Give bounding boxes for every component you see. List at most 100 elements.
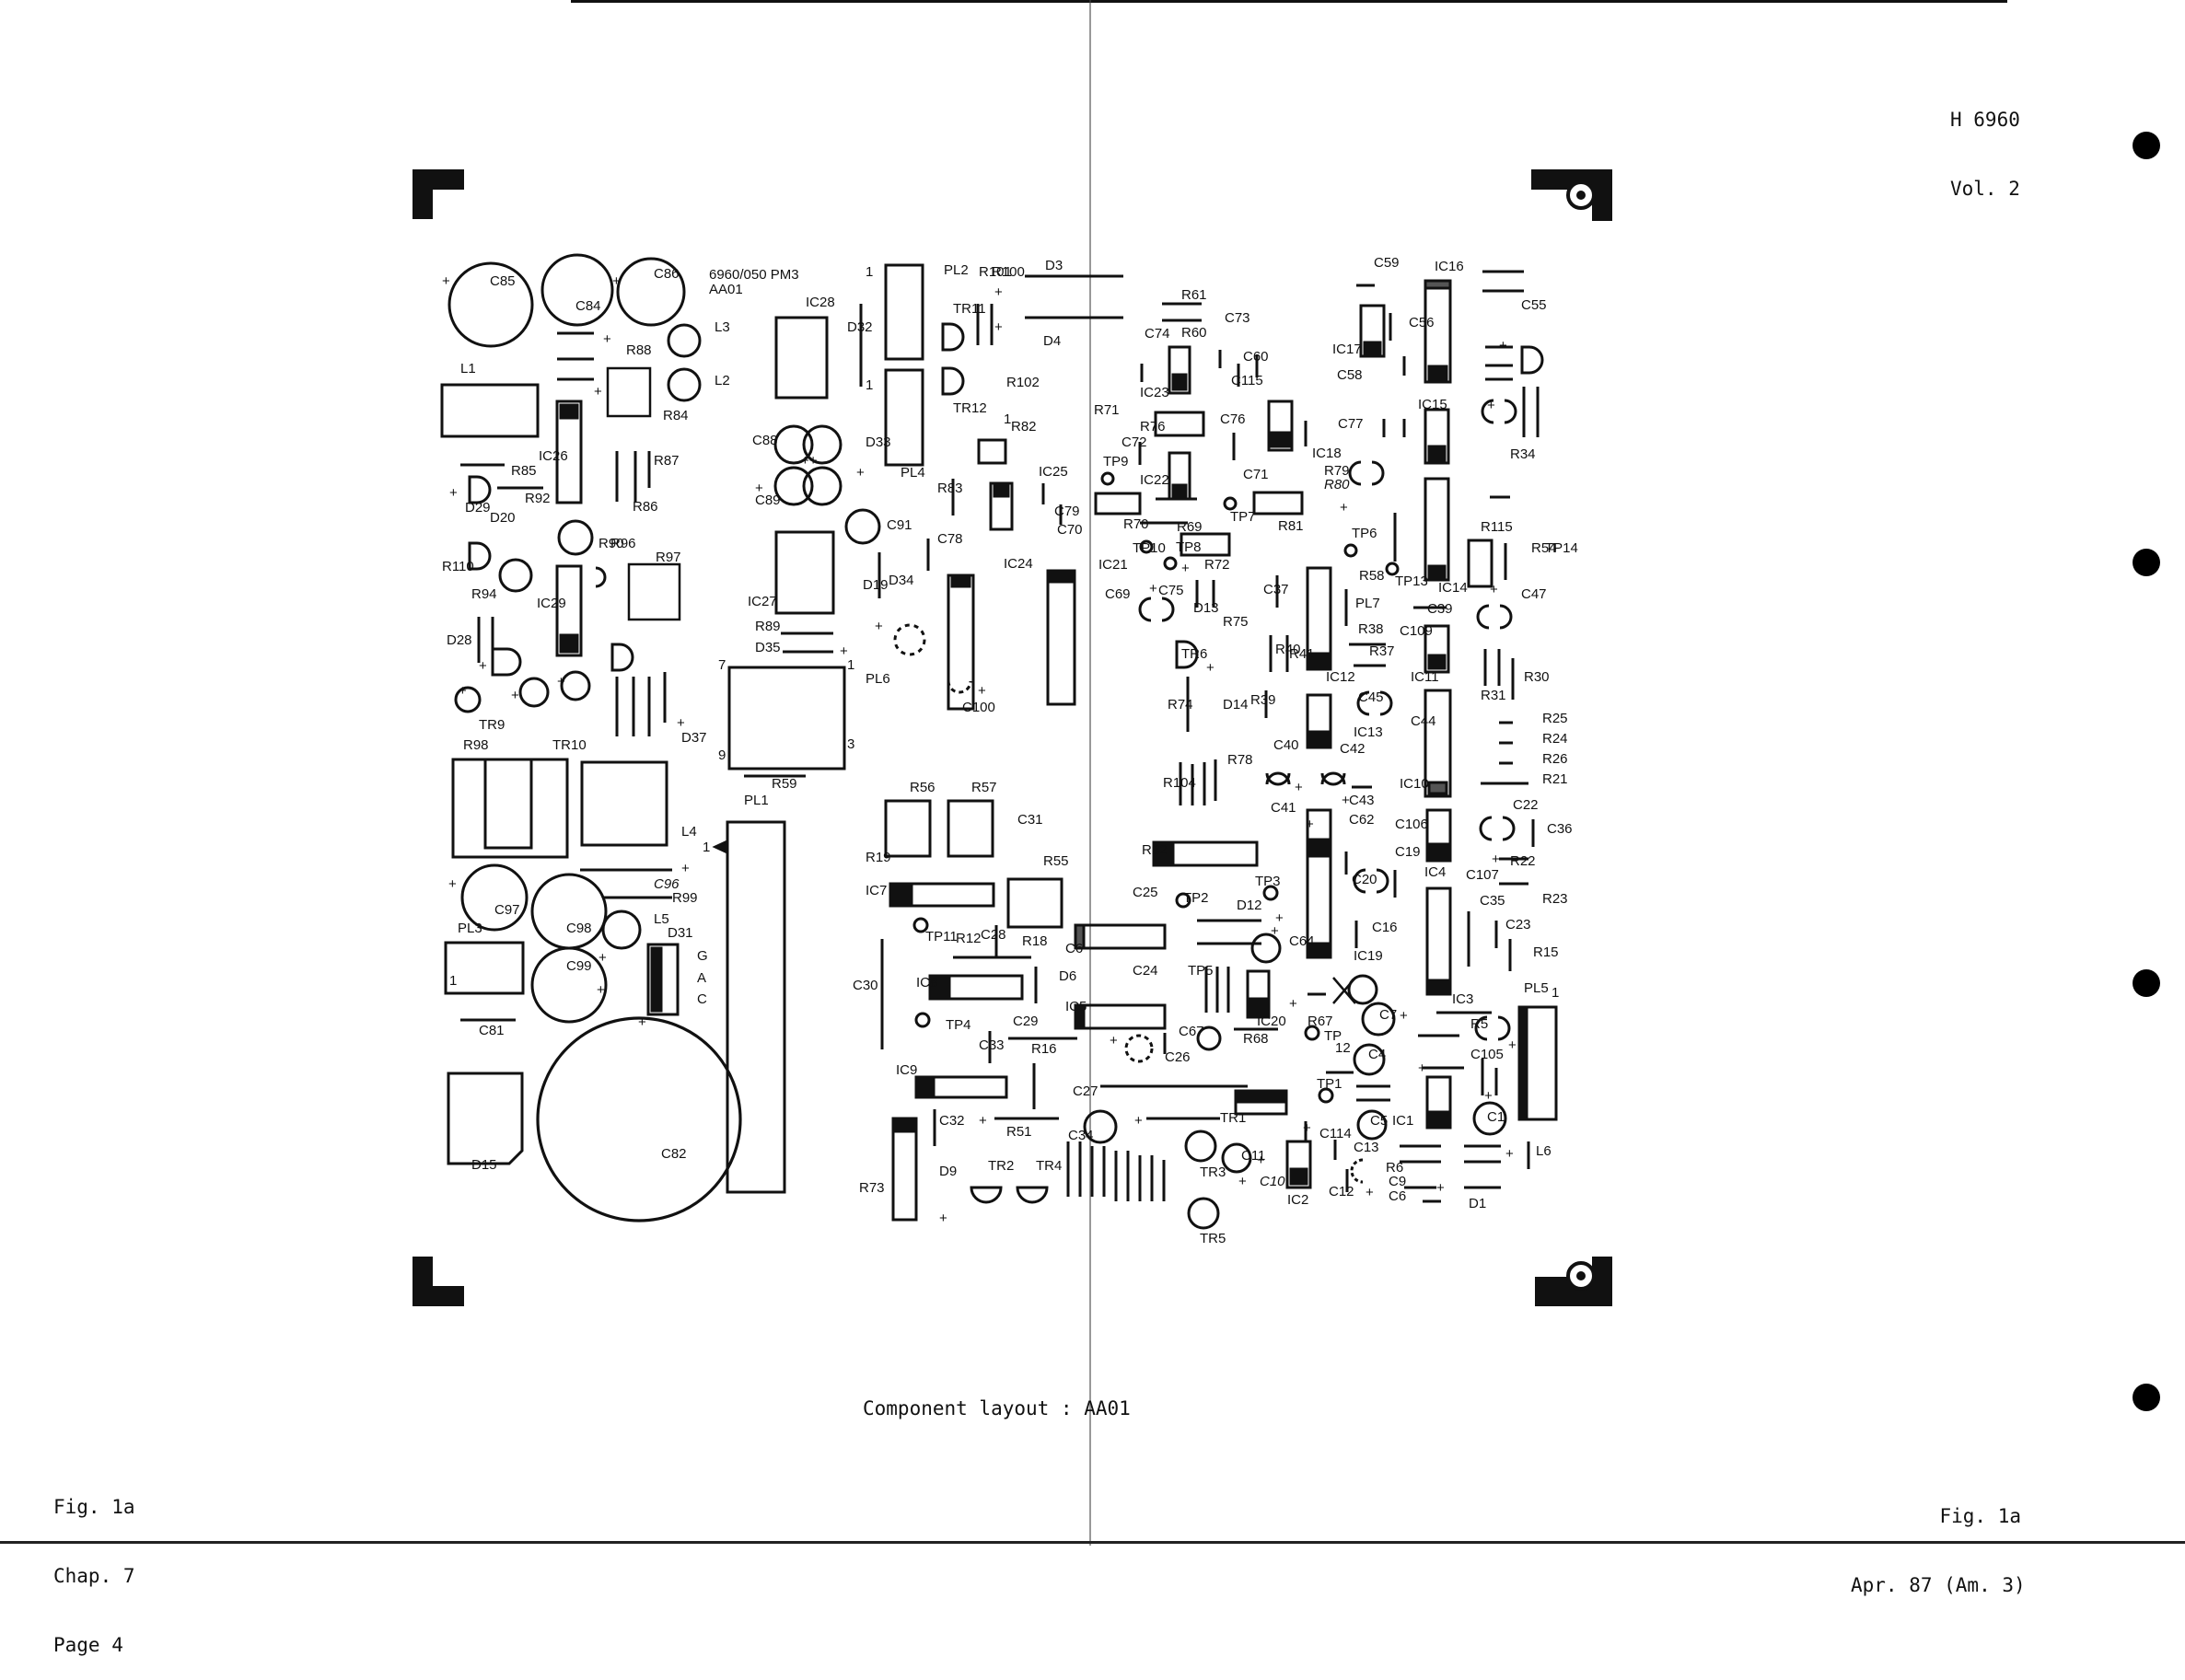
component-label-r26: R26 bbox=[1542, 751, 1568, 767]
component-label-c75: C75 bbox=[1158, 583, 1184, 598]
component-label-c6: C6 bbox=[1389, 1188, 1406, 1204]
component-label-c71: C71 bbox=[1243, 467, 1269, 482]
component-label-c20: C20 bbox=[1352, 872, 1377, 887]
component-label-ic14: IC14 bbox=[1438, 580, 1468, 596]
component-label-d4: D4 bbox=[1043, 333, 1061, 349]
component-label-c89: C89 bbox=[755, 492, 781, 508]
registration-mark-bottom-left bbox=[413, 1257, 464, 1306]
component-label-r86: R86 bbox=[633, 499, 658, 515]
component-label-ic25: IC25 bbox=[1039, 464, 1068, 480]
svg-text:++: ++ bbox=[801, 453, 818, 469]
footer-right: Fig. 1a Apr. 87 (Am. 3) bbox=[1851, 1459, 2026, 1620]
component-label-r73: R73 bbox=[859, 1180, 885, 1196]
component-label-c96: C96 bbox=[654, 876, 680, 892]
component-label-c69: C69 bbox=[1105, 586, 1131, 602]
component-label-pl3: PL3 bbox=[458, 921, 482, 936]
component-label-c10: C10 bbox=[1260, 1174, 1285, 1189]
component-label-d14: D14 bbox=[1223, 697, 1249, 713]
component-label-ic21: IC21 bbox=[1098, 557, 1128, 573]
component-label-c60: C60 bbox=[1243, 349, 1269, 365]
component-label-c29: C29 bbox=[1013, 1014, 1039, 1029]
component-label-r5: R5 bbox=[1470, 1016, 1488, 1032]
board-id-line1: 6960/050 PM3 bbox=[709, 267, 799, 283]
footer-left: Fig. 1a Chap. 7 Page 4 bbox=[53, 1450, 135, 1680]
capacitor-c84-outline bbox=[540, 253, 614, 327]
footer-right-date: Apr. 87 (Am. 3) bbox=[1851, 1574, 2026, 1596]
component-label-r69: R69 bbox=[1177, 519, 1203, 535]
component-label-r37: R37 bbox=[1369, 643, 1395, 659]
component-label-r56: R56 bbox=[910, 780, 936, 795]
svg-text:+: + bbox=[1508, 1037, 1517, 1053]
doc-code: H 6960 bbox=[1950, 109, 2020, 131]
component-label-ic7: IC7 bbox=[866, 883, 887, 898]
component-label-c62: C62 bbox=[1349, 812, 1375, 828]
component-label-c25: C25 bbox=[1133, 885, 1158, 900]
svg-text:1: 1 bbox=[703, 840, 710, 855]
component-label-r87: R87 bbox=[654, 453, 680, 469]
component-label-r19: R19 bbox=[866, 850, 891, 865]
svg-text:+: + bbox=[755, 481, 763, 496]
registration-mark-top-right bbox=[1531, 169, 1612, 221]
component-label-c42: C42 bbox=[1340, 741, 1366, 757]
svg-text:+: + bbox=[1487, 398, 1495, 413]
svg-text:+: + bbox=[994, 319, 1003, 335]
component-label-d28: D28 bbox=[447, 632, 472, 648]
svg-text:+: + bbox=[1271, 923, 1279, 939]
component-label-pl6: PL6 bbox=[866, 671, 890, 687]
svg-text:+: + bbox=[1206, 660, 1215, 676]
footer-left-chapter: Chap. 7 bbox=[53, 1565, 135, 1587]
component-label-r30: R30 bbox=[1524, 669, 1550, 685]
svg-text:+: + bbox=[1295, 780, 1303, 795]
svg-text:+: + bbox=[840, 643, 848, 659]
component-label-d13: D13 bbox=[1193, 600, 1219, 616]
component-label-1: 1 bbox=[847, 657, 854, 673]
component-label-c26: C26 bbox=[1165, 1049, 1191, 1065]
svg-text:+: + bbox=[1149, 581, 1157, 597]
component-label-ic19: IC19 bbox=[1354, 948, 1383, 964]
component-label-c56: C56 bbox=[1409, 315, 1435, 330]
component-label-l4: L4 bbox=[681, 824, 697, 840]
component-label-d12: D12 bbox=[1237, 898, 1262, 913]
component-label-c43: C43 bbox=[1349, 793, 1375, 808]
component-label-tr4: TR4 bbox=[1036, 1158, 1062, 1174]
component-label-c77: C77 bbox=[1338, 416, 1364, 432]
component-label-tp11: TP11 bbox=[925, 929, 958, 944]
component-label-c79: C79 bbox=[1054, 504, 1080, 519]
component-label-tr3: TR3 bbox=[1200, 1164, 1226, 1180]
component-label-r16: R16 bbox=[1031, 1041, 1057, 1057]
component-label-d3: D3 bbox=[1045, 258, 1063, 273]
component-label-c72: C72 bbox=[1122, 434, 1147, 450]
component-label-pl4: PL4 bbox=[901, 465, 925, 481]
svg-text:+: + bbox=[1303, 1120, 1311, 1136]
component-label-l2: L2 bbox=[715, 373, 730, 388]
component-label-c16: C16 bbox=[1372, 920, 1398, 935]
component-label-r99: R99 bbox=[672, 890, 698, 906]
component-label-d33: D33 bbox=[866, 434, 891, 450]
svg-text:+: + bbox=[1342, 793, 1350, 808]
polarity-marks: +++ ++++ +++ +++ +++ +++ +++ +++ +++ +++… bbox=[442, 264, 1559, 1226]
svg-text:+: + bbox=[1181, 561, 1190, 576]
component-label-c44: C44 bbox=[1411, 713, 1436, 729]
top-edge-line bbox=[571, 0, 2007, 3]
component-label-3: 3 bbox=[847, 736, 854, 752]
component-label-ic8: IC8 bbox=[916, 975, 937, 991]
svg-text:+: + bbox=[448, 876, 457, 892]
component-label-r76: R76 bbox=[1140, 419, 1166, 434]
component-label-ic20: IC20 bbox=[1257, 1014, 1286, 1029]
component-label-c85: C85 bbox=[490, 273, 516, 289]
component-label-c64: C64 bbox=[1289, 933, 1315, 949]
component-label-pl5: PL5 bbox=[1524, 980, 1549, 996]
svg-text:+: + bbox=[1289, 996, 1297, 1012]
footer-right-fig: Fig. 1a bbox=[1939, 1505, 2021, 1527]
svg-text:1: 1 bbox=[866, 264, 873, 280]
capacitor-c82-outline bbox=[536, 1016, 742, 1222]
component-label-ic16: IC16 bbox=[1435, 259, 1464, 274]
svg-text:+: + bbox=[1306, 817, 1314, 832]
component-label-tp3: TP3 bbox=[1255, 874, 1281, 889]
component-label-c27: C27 bbox=[1073, 1083, 1098, 1099]
component-label-r84: R84 bbox=[663, 408, 689, 423]
binder-hole-4 bbox=[2133, 1384, 2160, 1411]
component-label-tr5: TR5 bbox=[1200, 1231, 1226, 1246]
component-label-r57: R57 bbox=[971, 780, 997, 795]
component-label-c82: C82 bbox=[661, 1146, 687, 1162]
